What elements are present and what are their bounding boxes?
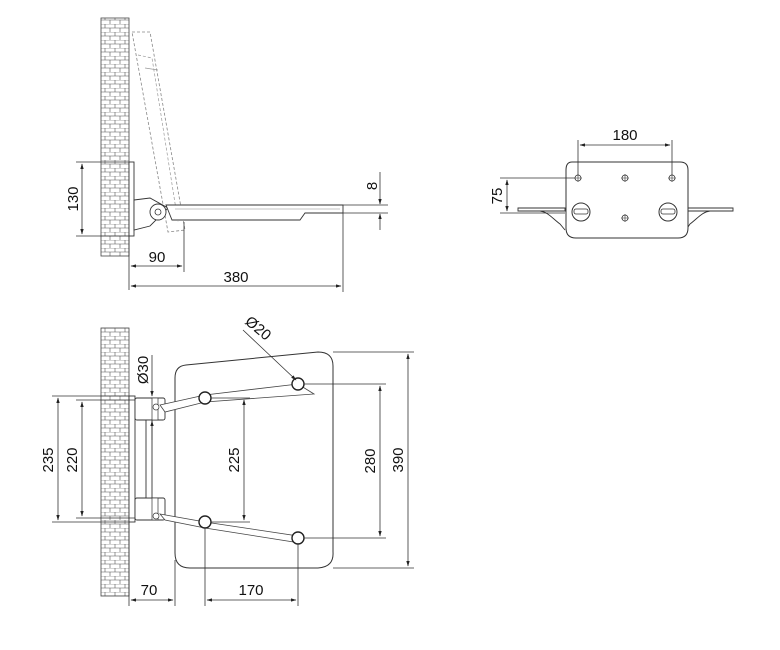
hinge-side [133, 197, 169, 231]
side-view: 130 8 90 380 [65, 17, 388, 292]
bracket-plate [565, 161, 689, 239]
dim-220: 220 [64, 447, 81, 472]
dim-90: 90 [149, 249, 166, 266]
dim-70: 70 [141, 582, 158, 599]
seat-holes [198, 377, 305, 545]
bracket-bolts [571, 202, 678, 222]
dim-225: 225 [226, 447, 243, 472]
hinge-posts [134, 397, 166, 521]
wall-plate-top [128, 395, 136, 523]
bracket-view: 180 75 [489, 127, 734, 239]
dim-170: 170 [238, 582, 263, 599]
seat-top [174, 351, 334, 569]
dim-235: 235 [40, 447, 57, 472]
wall-top [100, 327, 130, 597]
dim-130: 130 [65, 186, 82, 211]
folded-seat-ghost [131, 31, 186, 233]
dim-280: 280 [362, 448, 379, 473]
dim-o20: Ø20 [242, 313, 275, 344]
wall-plate-side [128, 161, 135, 237]
dim-75: 75 [489, 188, 506, 205]
dim-o30: Ø30 [135, 356, 152, 384]
bracket-holes [574, 174, 676, 222]
dim-8: 8 [364, 182, 381, 190]
top-view: Ø20 Ø30 235 220 225 280 390 70 [40, 313, 414, 606]
dim-180: 180 [612, 127, 637, 144]
seat-side [165, 204, 344, 221]
dim-380: 380 [223, 269, 248, 286]
dim-390: 390 [390, 447, 407, 472]
wall-side [100, 17, 130, 257]
